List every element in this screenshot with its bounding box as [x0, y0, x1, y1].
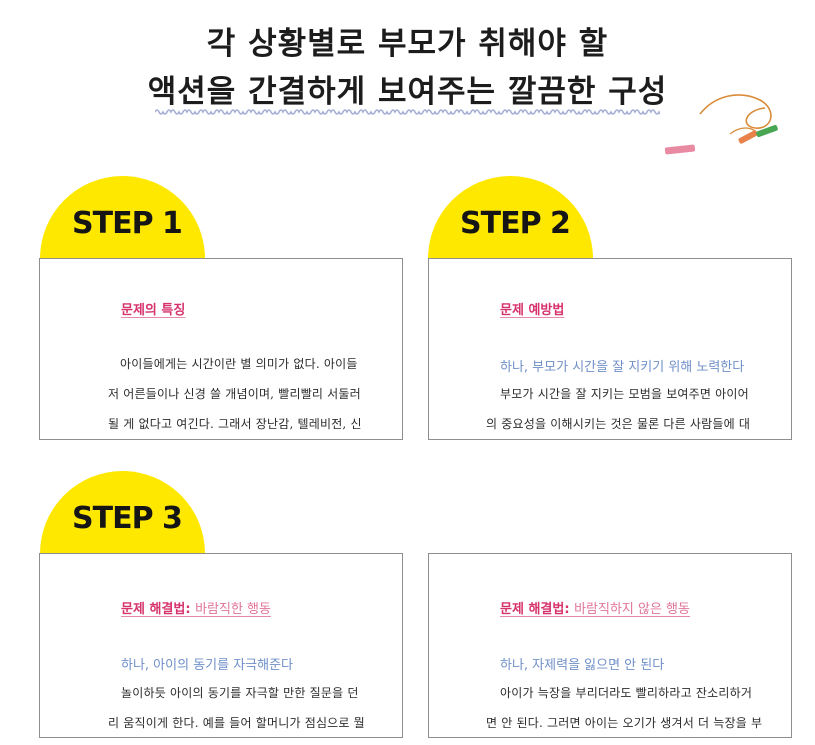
wavy-underline-icon: [155, 109, 660, 115]
body-line: 부모가 시간을 잘 지키는 모범을 보여주면 아이어: [500, 387, 749, 401]
body-line: 될 게 없다고 여긴다. 그래서 장난감, 텔레비전, 신: [108, 417, 362, 431]
step-1-label: STEP 1: [72, 206, 183, 241]
card-solution-undesirable: 문제 해결법: 바람직하지 않은 행동 하나, 자제력을 잃으면 안 된다 아이…: [428, 553, 792, 738]
card-solution-desirable: 문제 해결법: 바람직한 행동 하나, 아이의 동기를 자극해준다 놀이하듯 아…: [39, 553, 403, 738]
card-heading-sub: 바람직하지 않은 행동: [574, 602, 690, 617]
card-heading: 문제 해결법: 바람직하지 않은 행동: [500, 598, 690, 617]
body-line: 면 안 된다. 그러면 아이는 오기가 생겨서 더 늑장을 부: [486, 716, 763, 730]
card-problem-features: 문제의 특징 아이들에게는 시간이란 별 의미가 없다. 아이들 저 어른들이나…: [39, 258, 403, 440]
body-line: 아이가 늑장을 부리더라도 빨리하라고 잔소리하거: [500, 686, 753, 700]
step-3-label: STEP 3: [72, 501, 183, 536]
card-heading: 문제 해결법: 바람직한 행동: [121, 598, 271, 617]
card-subheading: 하나, 부모가 시간을 잘 지키기 위해 노력한다: [500, 360, 745, 375]
body-line: 리 움직이게 한다. 예를 들어 할머니가 점심으로 뭘: [108, 716, 365, 730]
card-heading-main: 문제 해결법:: [500, 602, 570, 617]
card-heading: 문제의 특징: [121, 303, 186, 318]
card-heading: 문제 예방법: [500, 303, 565, 318]
headline-line-1: 각 상황별로 부모가 취해야 할: [206, 26, 609, 62]
card-problem-prevention: 문제 예방법 하나, 부모가 시간을 잘 지키기 위해 노력한다 부모가 시간을…: [428, 258, 792, 440]
body-line: 아이들에게는 시간이란 별 의미가 없다. 아이들: [120, 357, 358, 371]
card-heading-sub: 바람직한 행동: [195, 602, 271, 617]
headline-line-2: 액션을 간결하게 보여주는 깔끔한 구성: [147, 74, 668, 110]
card-subheading: 하나, 아이의 동기를 자극해준다: [121, 658, 294, 673]
body-line: 의 중요성을 이해시키는 것은 물론 다른 사람들에 대: [486, 417, 751, 431]
step-2-label: STEP 2: [460, 206, 571, 241]
body-line: 저 어른들이나 신경 쓸 개념이며, 빨리빨리 서둘러: [108, 387, 361, 401]
body-line: 놀이하듯 아이의 동기를 자극할 만한 질문을 던: [121, 686, 359, 700]
card-subheading: 하나, 자제력을 잃으면 안 된다: [500, 658, 665, 673]
crayons-icon: [664, 94, 778, 155]
card-heading-main: 문제 해결법:: [121, 602, 191, 617]
